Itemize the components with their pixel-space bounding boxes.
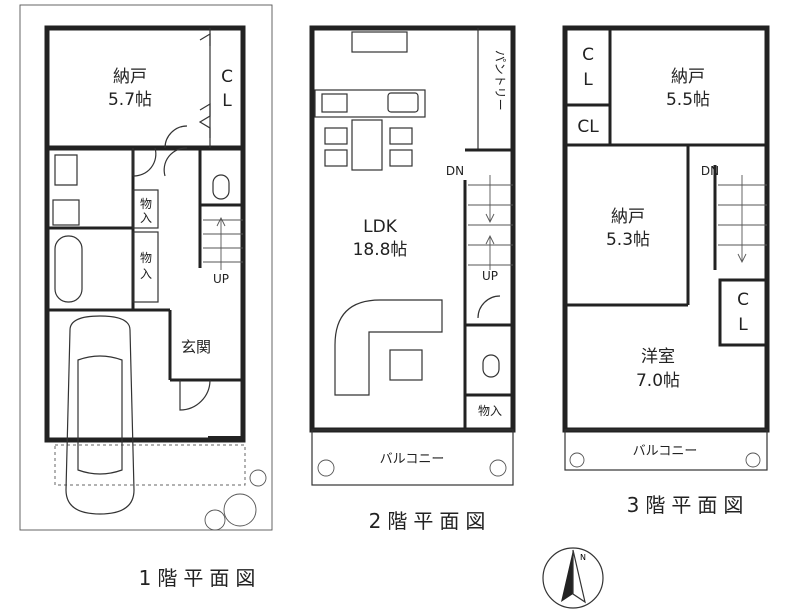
closet-label-c: C [221,67,233,87]
ldk-name: LDK [363,217,398,237]
closet-label-l: L [222,91,232,111]
stove-icon [321,93,348,113]
kitchen-counter [314,89,426,118]
plant-icon [204,469,267,531]
sink-icon [387,92,419,113]
balcony-label: バルコニー [380,452,445,467]
pantry-label: パントリー [493,50,507,111]
car-icon [65,315,135,515]
storage-2-label-a: 物 [140,251,152,265]
storage-room-a-size: 5.5帖 [666,90,710,110]
balcony-3 [564,429,768,471]
stairs-3 [718,175,767,264]
western-room-name: 洋室 [641,347,675,367]
washbasin-icon [54,154,78,186]
room-storage-size: 5.7帖 [108,90,152,110]
stairs-up-label: UP [482,269,498,283]
coffee-table [389,349,423,381]
room-storage-name: 納戸 [113,67,147,87]
stairs-down-label: DN [446,164,464,178]
entrance-label: 玄関 [181,338,211,356]
closet-c-l: L [738,315,748,335]
washing-machine-icon [52,199,80,226]
dining-table [351,119,383,171]
stairs-down-label: DN [701,164,719,178]
floor-3-outer-wall [562,25,770,433]
closet-a-l: L [583,70,593,90]
storage-1-label-a: 物 [140,197,152,211]
floor-3-title: 3階平面図 [627,493,750,517]
closet-c-c: C [737,290,749,310]
balcony-label: バルコニー [633,444,698,459]
site-boundary [19,4,273,531]
stairs-1 [203,216,243,270]
storage-room-a-name: 納戸 [671,67,705,87]
floor-3-plan: C L CL 納戸 5.5帖 納戸 5.3帖 DN C L 洋室 7.0帖 バル… [562,25,770,517]
ldk-size: 18.8帖 [353,240,408,260]
storage-2-label-b: 入 [140,267,152,281]
floor-2-plan: パントリー LDK 18.8帖 DN UP 物入 バルコニー 2階平面図 [309,25,516,533]
sofa-icon [334,299,443,396]
western-room-size: 7.0帖 [636,371,680,391]
storage-1-label-b: 入 [140,211,152,225]
parking-boundary [54,444,246,486]
toilet-icon [212,174,230,200]
closet-a-c: C [582,45,594,65]
stairs-2 [468,175,513,270]
compass-north-label: N [580,553,586,562]
floor-2-title: 2階平面図 [369,509,492,533]
toilet-icon [482,354,500,378]
north-compass-icon: N [542,547,604,609]
floor-1-plan: 納戸 5.7帖 C L 物 入 物 入 UP 玄関 [19,4,273,590]
closet-b-label: CL [577,117,599,137]
storage-label: 物入 [478,404,502,418]
bathtub-icon [54,235,83,303]
floor-1-title: 1階平面図 [139,566,262,590]
stairs-up-label: UP [213,272,229,286]
balcony-2 [311,429,514,486]
storage-room-b-size: 5.3帖 [606,230,650,250]
storage-room-b-name: 納戸 [611,207,645,227]
